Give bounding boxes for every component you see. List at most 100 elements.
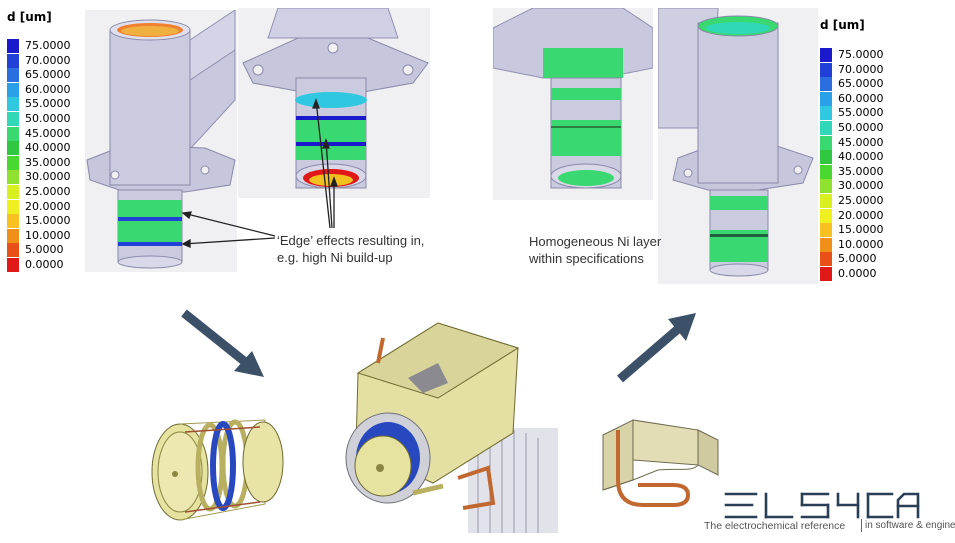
- legend-row: 75.0000: [820, 48, 884, 62]
- legend-swatch: [820, 208, 832, 223]
- logo-divider: [861, 519, 862, 532]
- legend-row: 75.0000: [7, 39, 71, 53]
- legend-row: 40.0000: [7, 141, 71, 156]
- legend-value: 45.0000: [25, 126, 71, 140]
- legend-row: 45.0000: [820, 135, 884, 150]
- legend-swatch: [820, 48, 832, 62]
- legend-swatch: [7, 97, 19, 112]
- legend-row: 50.0000: [7, 112, 71, 126]
- legend-swatch: [7, 228, 19, 243]
- legend-value: 60.0000: [838, 91, 884, 105]
- legend-row: 60.0000: [7, 82, 71, 97]
- legend-swatch: [820, 237, 832, 252]
- legend-value: 60.0000: [25, 82, 71, 96]
- legend-swatch: [7, 39, 19, 53]
- legend-swatch: [820, 135, 832, 150]
- fixture-shield: [602, 419, 719, 507]
- legend-swatch: [820, 91, 832, 106]
- legend-swatch: [820, 194, 832, 208]
- legend-swatch: [7, 185, 19, 199]
- legend-value: 10.0000: [25, 228, 71, 242]
- legend-value: 15.0000: [838, 223, 884, 237]
- legend-row: 70.0000: [820, 62, 884, 77]
- legend-row: 10.0000: [820, 237, 884, 252]
- legend-title: d [um]: [820, 18, 865, 32]
- arrow-up-right-icon: [617, 313, 696, 383]
- legend-row: 15.0000: [820, 223, 884, 238]
- legend-row: 35.0000: [820, 164, 884, 179]
- legend-value: 65.0000: [838, 77, 884, 91]
- legend-row: 35.0000: [7, 155, 71, 170]
- legend-value: 30.0000: [25, 170, 71, 184]
- edge-effects-annotation: ‘Edge’ effects resulting in, e.g. high N…: [277, 232, 424, 266]
- legend-row: 5.0000: [820, 252, 877, 267]
- legend-value: 35.0000: [25, 155, 71, 169]
- legend-value: 50.0000: [25, 112, 71, 125]
- legend-swatch: [7, 126, 19, 141]
- legend-value: 50.0000: [838, 121, 884, 134]
- legend-value: 30.0000: [838, 179, 884, 193]
- legend-row: 55.0000: [7, 97, 71, 112]
- legend-swatch: [7, 243, 19, 258]
- legend-value: 0.0000: [25, 258, 64, 271]
- legend-swatch: [7, 82, 19, 97]
- legend-swatch: [820, 164, 832, 179]
- legend-row: 25.0000: [820, 194, 884, 208]
- legend-row: 20.0000: [820, 208, 884, 223]
- sim-part-mid-left: [238, 8, 430, 198]
- legend-row: 5.0000: [7, 243, 64, 258]
- legend-value: 15.0000: [25, 214, 71, 228]
- legend-swatch: [820, 252, 832, 267]
- homogeneous-annotation: Homogeneous Ni layer within specificatio…: [529, 233, 661, 267]
- legend-value: 40.0000: [25, 141, 71, 155]
- legend-swatch: [7, 170, 19, 185]
- legend-swatch: [7, 214, 19, 229]
- legend-swatch: [820, 267, 832, 281]
- legend-row: 50.0000: [820, 121, 884, 135]
- legend-row: 20.0000: [7, 199, 71, 214]
- sim-part-mid-right: [493, 8, 653, 200]
- legend-row: 55.0000: [820, 106, 884, 121]
- legend-row: 40.0000: [820, 150, 884, 165]
- sim-part-left: [85, 10, 237, 272]
- legend-row: 65.0000: [820, 77, 884, 92]
- fixture-cage: [151, 419, 284, 521]
- legend-value: 70.0000: [838, 62, 884, 76]
- legend-title: d [um]: [7, 10, 52, 24]
- legend-value: 25.0000: [838, 194, 884, 207]
- legend-row: 15.0000: [7, 214, 71, 229]
- legend-swatch: [7, 258, 19, 272]
- edge-annotation-line2: e.g. high Ni build-up: [277, 250, 393, 265]
- legend-swatch: [7, 199, 19, 214]
- homog-annotation-line1: Homogeneous Ni layer: [529, 234, 662, 249]
- legend-value: 10.0000: [838, 237, 884, 251]
- legend-swatch: [7, 141, 19, 156]
- legend-row: 10.0000: [7, 228, 71, 243]
- legend-row: 65.0000: [7, 68, 71, 83]
- legend-value: 35.0000: [838, 164, 884, 178]
- edge-annotation-line1: ‘Edge’ effects resulting in,: [277, 233, 425, 248]
- fixture-assembly: [345, 322, 558, 533]
- legend-value: 45.0000: [838, 135, 884, 149]
- legend-swatch: [820, 150, 832, 165]
- legend-row: 0.0000: [7, 258, 64, 272]
- legend-value: 20.0000: [838, 208, 884, 222]
- legend-value: 25.0000: [25, 185, 71, 198]
- logo-tagline-left: The electrochemical reference: [704, 520, 846, 532]
- legend-row: 70.0000: [7, 53, 71, 68]
- legend-value: 75.0000: [838, 48, 884, 61]
- legend-value: 65.0000: [25, 68, 71, 82]
- legend-row: 25.0000: [7, 185, 71, 199]
- legend-swatch: [7, 155, 19, 170]
- legend-swatch: [7, 112, 19, 126]
- legend-row: 30.0000: [820, 179, 884, 194]
- legend-value: 20.0000: [25, 199, 71, 213]
- legend-row: 0.0000: [820, 267, 877, 281]
- sim-part-right: [658, 8, 818, 284]
- legend-swatch: [820, 223, 832, 238]
- legend-row: 60.0000: [820, 91, 884, 106]
- homog-annotation-line2: within specifications: [529, 251, 644, 266]
- legend-value: 55.0000: [25, 97, 71, 111]
- legend-swatch: [820, 179, 832, 194]
